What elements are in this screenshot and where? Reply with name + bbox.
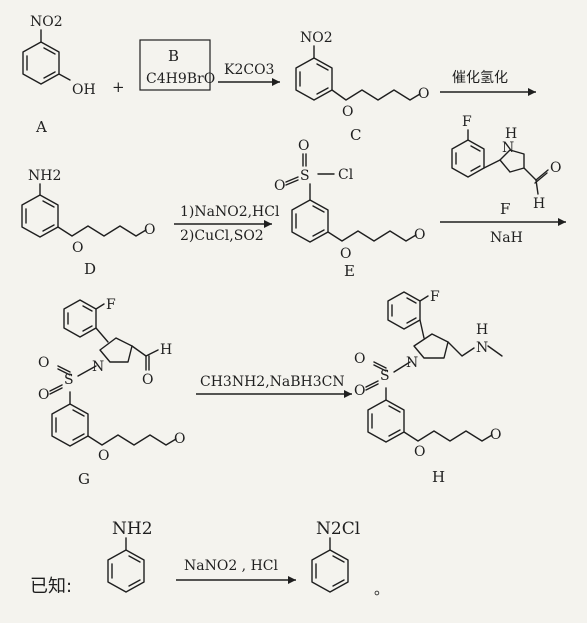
- compound-c-label: C: [350, 126, 361, 144]
- e-sulfur-label: S: [300, 168, 310, 184]
- known-product-structure: [311, 537, 349, 593]
- compound-h-structure: [365, 291, 503, 443]
- benzene-ring-f: [451, 139, 485, 178]
- g-sulfonyl-o1: O: [38, 355, 49, 371]
- reagent-cucl-so2: 2)CuCl,SO2: [180, 228, 264, 244]
- h-amine-n-label: N: [476, 340, 488, 356]
- h-ether-o2: O: [490, 427, 501, 443]
- d-ether-o1: O: [72, 240, 83, 256]
- compound-h-label: H: [432, 468, 445, 486]
- reagent-catalytic-hydrogenation: 催化氢化: [452, 70, 508, 86]
- compound-d-structure: [21, 183, 147, 238]
- g-fluorine-label: F: [106, 297, 116, 313]
- known-reactant-structure: [107, 537, 145, 593]
- compound-c-structure: [295, 45, 421, 101]
- f-fluorine-label: F: [462, 114, 472, 130]
- h-fluorine-label: F: [430, 289, 440, 305]
- benzene-ring-h2: [367, 399, 405, 443]
- compound-g-structure: [49, 299, 177, 447]
- f-aldehyde-h: H: [533, 196, 545, 212]
- known-diazonium-label: N2Cl: [316, 519, 360, 539]
- compound-b-box: [139, 39, 211, 91]
- benzene-ring-known-reactant: [107, 549, 145, 593]
- plus-sign: +: [112, 78, 125, 96]
- d-ether-o2: O: [144, 222, 155, 238]
- reagent-ch3nh2-nabh3cn: CH3NH2,NaBH3CN: [200, 374, 345, 390]
- compound-g-label: G: [78, 470, 90, 488]
- g-nitrogen-label: N: [92, 359, 104, 375]
- benzene-ring-d: [21, 194, 59, 238]
- g-sulfur-label: S: [64, 372, 74, 388]
- h-ether-o1: O: [414, 444, 425, 460]
- f-aldehyde-o: O: [550, 160, 561, 176]
- a-hydroxyl-label: OH: [72, 82, 96, 98]
- d-amine-label: NH2: [28, 168, 61, 184]
- pyrrole-ring-f: [499, 149, 525, 173]
- c-ether-o1: O: [342, 104, 353, 120]
- known-prefix: 已知:: [30, 576, 72, 597]
- reagent-nah: NaH: [490, 230, 523, 246]
- benzene-ring-g2: [51, 403, 89, 447]
- benzene-ring-known-product: [311, 549, 349, 593]
- compound-e-structure: [285, 153, 417, 243]
- compound-a-label: A: [35, 118, 47, 136]
- compound-a-structure: [22, 29, 71, 85]
- benzene-ring-e: [291, 199, 329, 243]
- g-ether-o2: O: [174, 431, 185, 447]
- compound-d-label: D: [84, 260, 96, 278]
- h-amine-h-label: H: [476, 322, 488, 338]
- benzene-ring-h1: [387, 291, 421, 330]
- benzene-ring-a: [22, 41, 60, 85]
- c-nitro-label: NO2: [300, 30, 333, 46]
- reagent-nano2-hcl: 1)NaNO2,HCl: [180, 204, 280, 220]
- known-period: 。: [374, 580, 389, 598]
- h-pyrrole-n-label: N: [406, 355, 418, 371]
- e-ether-o2: O: [414, 227, 425, 243]
- compound-f-structure: [451, 129, 549, 195]
- e-ether-o1: O: [340, 246, 351, 262]
- compound-e-label: E: [344, 262, 355, 280]
- e-chloride-label: Cl: [338, 167, 354, 183]
- e-sulfonyl-o2: O: [274, 178, 285, 194]
- h-sulfonyl-o1: O: [354, 351, 365, 367]
- known-amine-label: NH2: [112, 519, 153, 539]
- compound-f-label: F: [500, 200, 510, 218]
- compound-b-formula: C4H9BrO: [146, 71, 215, 87]
- h-sulfur-label: S: [380, 368, 390, 384]
- pyrrole-ring-g: [99, 337, 133, 363]
- g-sulfonyl-o2: O: [38, 387, 49, 403]
- c-ether-o2: O: [418, 86, 429, 102]
- benzene-ring-g1: [63, 299, 97, 338]
- g-ether-o1: O: [98, 448, 109, 464]
- pyrrole-ring-h: [413, 333, 449, 359]
- e-sulfonyl-o1: O: [298, 138, 309, 154]
- reagent-k2co3: K2CO3: [224, 62, 274, 78]
- h-sulfonyl-o2: O: [354, 383, 365, 399]
- g-aldehyde-o: O: [142, 372, 153, 388]
- benzene-ring-c: [295, 57, 333, 101]
- f-nitrogen-label: N: [502, 140, 514, 156]
- known-reagent: NaNO2 , HCl: [184, 558, 279, 574]
- g-aldehyde-h: H: [160, 342, 172, 358]
- a-nitro-label: NO2: [30, 14, 63, 30]
- f-nh-h-label: H: [505, 126, 517, 142]
- compound-b-label: B: [168, 47, 179, 65]
